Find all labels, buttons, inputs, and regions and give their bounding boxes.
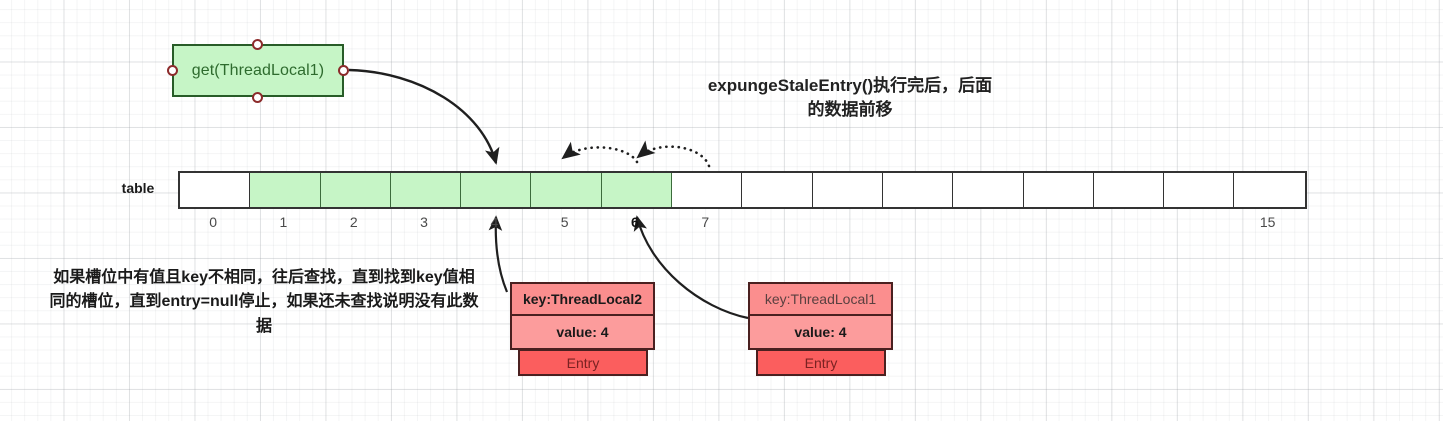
slot-index-11 xyxy=(951,214,1021,234)
table-slot-3[interactable] xyxy=(390,173,462,207)
connector-shift-6-to-5 xyxy=(561,141,639,164)
entry-card-threadlocal2[interactable]: key:ThreadLocal2 value: 4 Entry xyxy=(510,282,655,376)
slot-table xyxy=(178,171,1307,209)
table-slot-15[interactable] xyxy=(1234,173,1305,207)
table-slot-2[interactable] xyxy=(320,173,391,207)
node-handle-bottom-icon[interactable] xyxy=(252,92,263,103)
slot-index-9 xyxy=(811,214,881,234)
table-slot-10[interactable] xyxy=(882,173,954,207)
connector-get-to-slot4 xyxy=(348,68,500,165)
table-slot-7[interactable] xyxy=(672,173,743,207)
table-slot-14[interactable] xyxy=(1164,173,1235,207)
slot-index-2: 2 xyxy=(349,214,358,230)
search-rule-note: 如果槽位中有值且key不相同，往后查找，直到找到key值相同的槽位，直到entr… xyxy=(49,269,479,335)
node-handle-left-icon[interactable] xyxy=(167,65,178,76)
node-handle-right-icon[interactable] xyxy=(338,65,349,76)
slot-index-row: 0 1 2 3 4 5 6 7 15 xyxy=(178,214,1303,234)
table-slot-8[interactable] xyxy=(742,173,813,207)
table-slot-5[interactable] xyxy=(531,173,602,207)
entry-card-threadlocal1[interactable]: key:ThreadLocal1 value: 4 Entry xyxy=(748,282,893,376)
table-slot-0[interactable] xyxy=(180,173,251,207)
get-threadlocal-label: get(ThreadLocal1) xyxy=(191,61,325,79)
entry-left-footer: Entry xyxy=(518,349,648,376)
table-slot-11[interactable] xyxy=(953,173,1024,207)
entry-right-kv: key:ThreadLocal1 value: 4 xyxy=(748,282,893,350)
entry-right-key: key:ThreadLocal1 xyxy=(750,284,891,316)
slot-index-7: 7 xyxy=(701,214,710,230)
slot-index-14 xyxy=(1162,214,1232,234)
slot-index-12 xyxy=(1022,214,1092,234)
slot-index-8 xyxy=(740,214,810,234)
table-slot-6[interactable] xyxy=(601,173,673,207)
slot-index-5: 5 xyxy=(560,214,569,230)
slot-index-6: 6 xyxy=(631,214,639,230)
table-slot-9[interactable] xyxy=(812,173,883,207)
entry-left-key: key:ThreadLocal2 xyxy=(512,284,653,316)
slot-index-13 xyxy=(1092,214,1162,234)
slot-index-10 xyxy=(881,214,951,234)
slot-index-4: 4 xyxy=(490,214,499,230)
table-slot-4[interactable] xyxy=(461,173,532,207)
entry-left-kv: key:ThreadLocal2 value: 4 xyxy=(510,282,655,350)
table-label: table xyxy=(121,180,155,196)
entry-right-value: value: 4 xyxy=(750,316,891,348)
slot-index-0: 0 xyxy=(209,214,218,230)
table-slot-1[interactable] xyxy=(250,173,321,207)
slot-index-15: 15 xyxy=(1259,214,1276,230)
entry-left-value: value: 4 xyxy=(512,316,653,348)
slot-index-1: 1 xyxy=(279,214,288,230)
connector-entry-left-to-slot4 xyxy=(488,215,509,293)
diagram-heading: expungeStaleEntry()执行完后，后面的数据前移 xyxy=(707,76,993,120)
entry-right-footer: Entry xyxy=(756,349,886,376)
table-slot-13[interactable] xyxy=(1093,173,1165,207)
node-handle-top-icon[interactable] xyxy=(252,39,263,50)
table-slot-12[interactable] xyxy=(1023,173,1094,207)
get-threadlocal-node[interactable]: get(ThreadLocal1) xyxy=(172,44,344,97)
connector-entry-right-to-slot6 xyxy=(633,215,749,320)
connector-shift-7-to-6 xyxy=(636,140,711,168)
slot-index-3: 3 xyxy=(420,214,428,230)
